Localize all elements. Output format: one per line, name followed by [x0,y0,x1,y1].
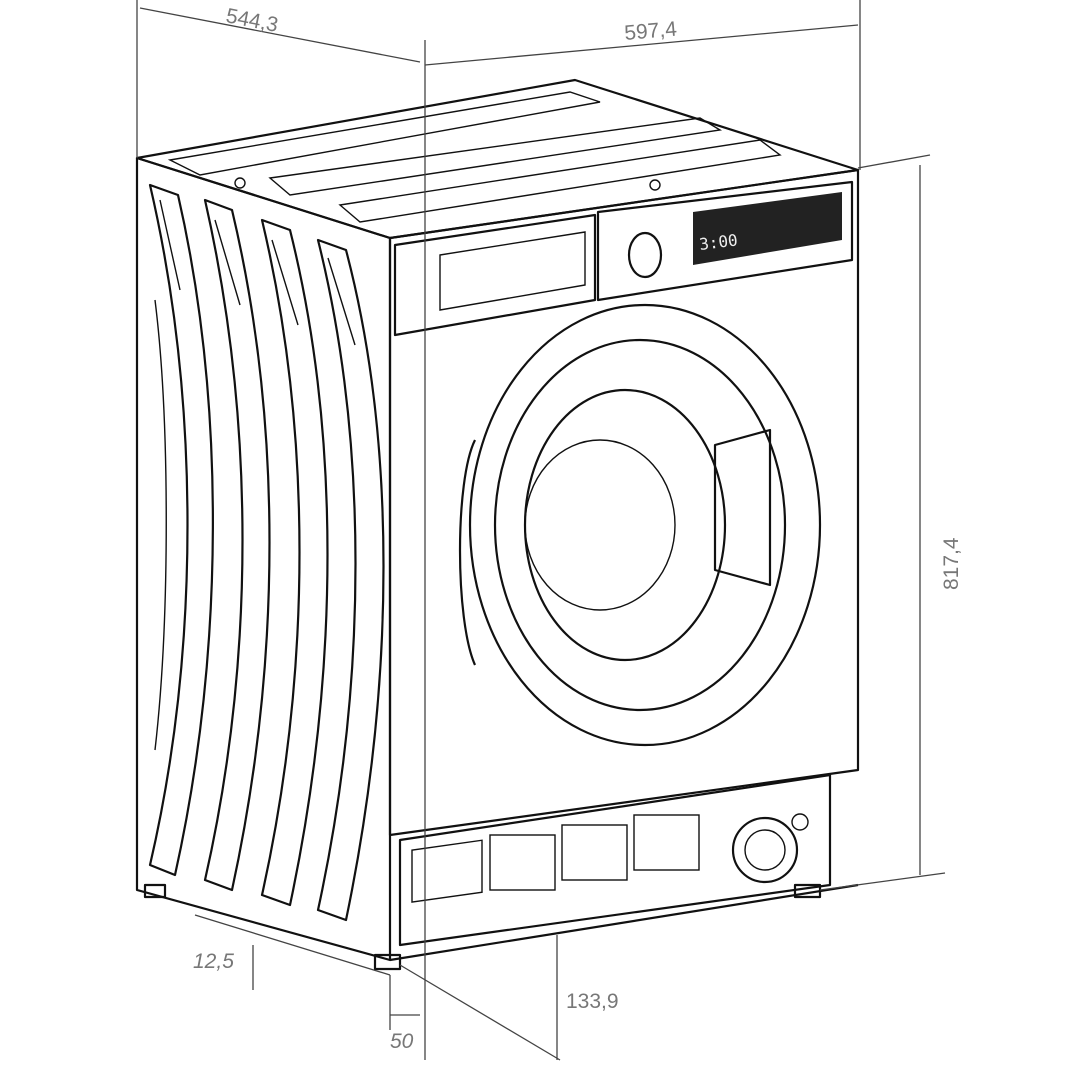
plinth-height-dimension-label: 133,9 [566,990,619,1013]
height-dimension-label: 817,4 [940,537,963,590]
front-offset-dimension-label: 50 [390,1030,414,1053]
door[interactable] [468,303,822,747]
side-panel [135,156,402,971]
dimension-lines [136,0,946,1061]
front-panel: 3:00 [388,168,860,962]
drain-pump-filter[interactable] [731,816,799,884]
depth-dimension-label: 544,3 [224,4,280,37]
door-glass [523,388,727,662]
door-handle[interactable] [713,428,772,587]
program-knob[interactable] [627,231,663,279]
display-time: 3:00 [698,230,739,254]
foot-height-dimension-label: 12,5 [193,950,234,973]
detergent-drawer[interactable] [393,213,597,337]
width-dimension-label: 597,4 [623,17,678,45]
